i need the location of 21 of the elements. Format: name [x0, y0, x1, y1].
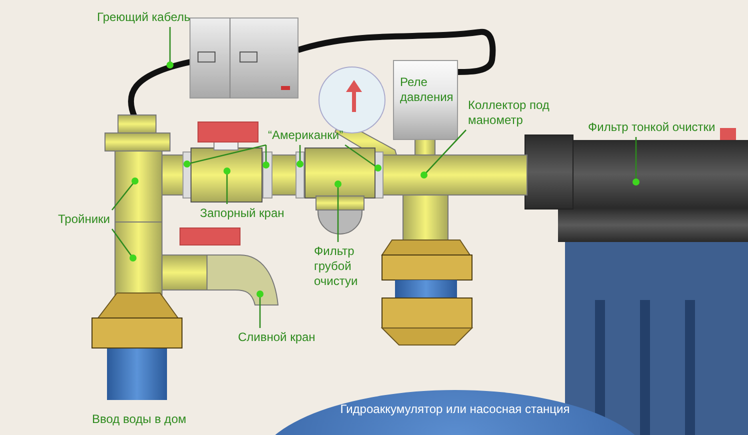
leader-line — [256, 290, 264, 328]
callout-label: “Американки” — [268, 128, 344, 143]
leader-line — [112, 178, 138, 210]
leader-line — [632, 137, 640, 186]
callout-label: Греющий кабель — [97, 10, 190, 25]
leader-line — [296, 145, 304, 168]
callout-label: Коллектор под манометр — [468, 98, 578, 128]
callout-label: Фильтр грубой очистуи — [314, 244, 374, 289]
leader-line — [262, 145, 270, 168]
leader-line — [184, 144, 266, 168]
leader-line — [420, 130, 466, 178]
leader-line — [166, 27, 174, 68]
pressure-switch-box: Реле давления — [393, 60, 458, 140]
caption-label: Ввод воды в дом — [92, 412, 186, 427]
callout-label: Запорный кран — [200, 206, 284, 221]
callout-label: Фильтр тонкой очистки — [588, 120, 716, 135]
leader-line — [224, 168, 230, 204]
leader-line — [344, 144, 382, 172]
leader-line — [111, 228, 136, 262]
callout-label: Сливной кран — [238, 330, 316, 345]
callout-label: Тройники — [58, 212, 110, 227]
